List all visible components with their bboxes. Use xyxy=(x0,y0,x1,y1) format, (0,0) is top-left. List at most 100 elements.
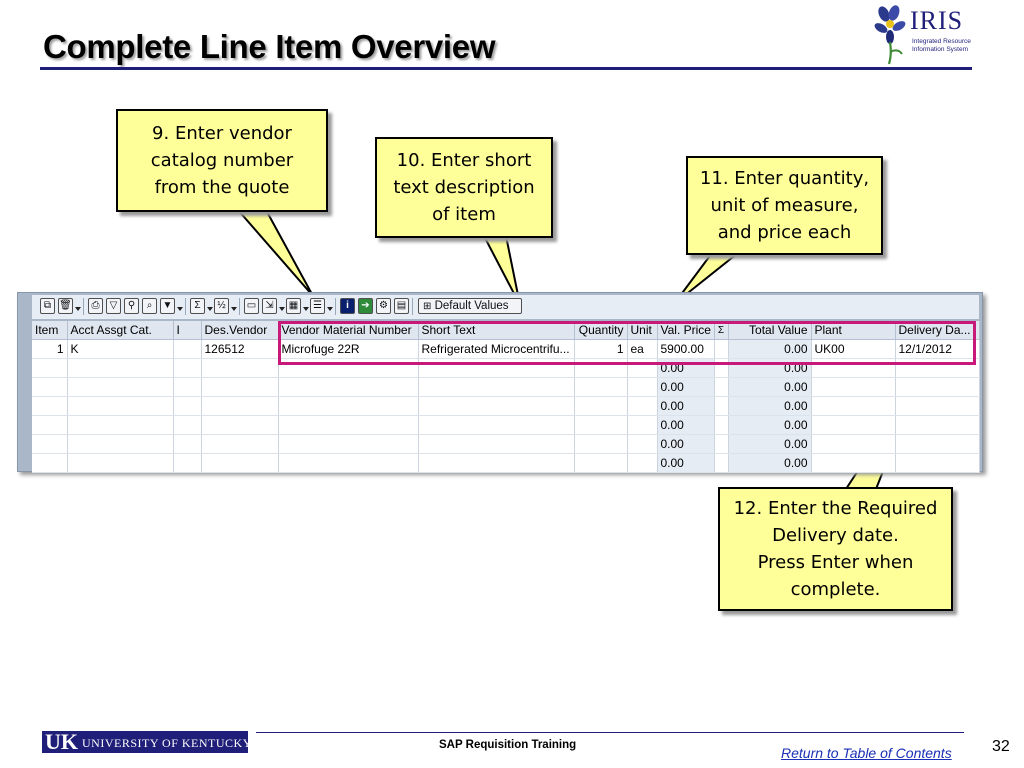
cell-des-vendor[interactable] xyxy=(201,415,279,435)
cell-quantity[interactable]: 1 xyxy=(574,339,628,359)
default-values-button[interactable]: ⊞ Default Values xyxy=(418,298,522,314)
cell-unit[interactable] xyxy=(627,415,658,435)
cell-total-value[interactable]: 0.00 xyxy=(728,434,812,454)
delete-icon[interactable]: 🗑 xyxy=(58,298,73,314)
cell-i[interactable] xyxy=(173,434,202,454)
cell-vendor-material-number[interactable] xyxy=(278,396,419,416)
find-icon[interactable]: ⚲ xyxy=(124,298,139,314)
cell-acct-assgt-cat[interactable] xyxy=(67,396,174,416)
cell-acct-assgt-cat[interactable] xyxy=(67,453,174,473)
cell-item[interactable] xyxy=(32,396,68,416)
cell-i[interactable] xyxy=(173,453,202,473)
cell-delivery-date[interactable] xyxy=(895,453,980,473)
refresh-icon[interactable]: ➔ xyxy=(358,298,373,314)
cell-des-vendor[interactable]: 126512 xyxy=(201,339,279,359)
subtotal-icon[interactable]: ½ xyxy=(214,298,229,314)
document-icon[interactable]: ▤ xyxy=(394,298,409,314)
cell-unit[interactable] xyxy=(627,434,658,454)
cell-acct-assgt-cat[interactable] xyxy=(67,415,174,435)
cell-plant[interactable]: UK00 xyxy=(811,339,896,359)
layout-icon[interactable]: ☰ xyxy=(310,298,325,314)
cell-plant[interactable] xyxy=(811,434,896,454)
cell-quantity[interactable] xyxy=(574,415,628,435)
column-header-item[interactable]: Item xyxy=(32,321,68,340)
cell-item[interactable] xyxy=(32,358,68,378)
cell-quantity[interactable] xyxy=(574,396,628,416)
cell-short-text[interactable] xyxy=(418,434,575,454)
cell-item[interactable] xyxy=(32,377,68,397)
column-header-plant[interactable]: Plant xyxy=(811,321,896,340)
column-header-unit[interactable]: Unit xyxy=(627,321,658,340)
cell-total-value[interactable]: 0.00 xyxy=(728,415,812,435)
cell-vendor-material-number[interactable] xyxy=(278,377,419,397)
cell-des-vendor[interactable] xyxy=(201,377,279,397)
cell-val-price[interactable]: 0.00 xyxy=(657,415,715,435)
column-header-des-vendor[interactable]: Des.Vendor xyxy=(201,321,279,340)
cell-acct-assgt-cat[interactable] xyxy=(67,358,174,378)
cell-total-value[interactable]: 0.00 xyxy=(728,377,812,397)
cell-total-value[interactable]: 0.00 xyxy=(728,339,812,359)
cell-unit[interactable] xyxy=(627,377,658,397)
chevron-down-icon[interactable] xyxy=(327,307,333,311)
set-filter-icon[interactable]: ▼ xyxy=(160,298,175,314)
cell-total-value[interactable]: 0.00 xyxy=(728,396,812,416)
find-next-icon[interactable]: ⌕ xyxy=(142,298,157,314)
cell-des-vendor[interactable] xyxy=(201,434,279,454)
cell-i[interactable] xyxy=(173,339,202,359)
cell-des-vendor[interactable] xyxy=(201,358,279,378)
cell-item[interactable] xyxy=(32,415,68,435)
chevron-down-icon[interactable] xyxy=(207,307,213,311)
cell-quantity[interactable] xyxy=(574,434,628,454)
cell-vendor-material-number[interactable] xyxy=(278,415,419,435)
column-header-total-value[interactable]: Total Value xyxy=(728,321,812,340)
cell-delivery-date[interactable] xyxy=(895,434,980,454)
cell-plant[interactable] xyxy=(811,396,896,416)
settings-icon[interactable]: ⚙ xyxy=(376,298,391,314)
print-icon[interactable]: ⎙ xyxy=(88,298,103,314)
cell-delivery-date[interactable] xyxy=(895,377,980,397)
spreadsheet-icon[interactable]: ▦ xyxy=(286,298,301,314)
column-header-vendor-material-number[interactable]: Vendor Material Number xyxy=(278,321,419,340)
cell-quantity[interactable] xyxy=(574,453,628,473)
copy-icon[interactable]: ⧉ xyxy=(40,298,55,314)
filter-icon[interactable]: ▽ xyxy=(106,298,121,314)
print-preview-icon[interactable]: ▭ xyxy=(244,298,259,314)
cell-val-price[interactable]: 0.00 xyxy=(657,396,715,416)
cell-delivery-date[interactable] xyxy=(895,396,980,416)
column-header-val-price[interactable]: Val. Price xyxy=(657,321,715,340)
cell-acct-assgt-cat[interactable] xyxy=(67,434,174,454)
cell-item[interactable]: 1 xyxy=(32,339,68,359)
column-header-delivery-date[interactable]: Delivery Da... xyxy=(895,321,980,340)
cell-des-vendor[interactable] xyxy=(201,453,279,473)
cell-unit[interactable] xyxy=(627,396,658,416)
sum-icon[interactable]: Σ xyxy=(190,298,205,314)
cell-plant[interactable] xyxy=(811,377,896,397)
details-icon[interactable]: i xyxy=(340,298,355,314)
cell-acct-assgt-cat[interactable]: K xyxy=(67,339,174,359)
cell-unit[interactable]: ea xyxy=(627,339,658,359)
cell-acct-assgt-cat[interactable] xyxy=(67,377,174,397)
cell-short-text[interactable] xyxy=(418,377,575,397)
cell-i[interactable] xyxy=(173,396,202,416)
return-to-toc-link[interactable]: Return to Table of Contents xyxy=(781,745,952,761)
chevron-down-icon[interactable] xyxy=(75,307,81,311)
chevron-down-icon[interactable] xyxy=(231,307,237,311)
cell-short-text[interactable]: Refrigerated Microcentrifu... xyxy=(418,339,575,359)
cell-quantity[interactable] xyxy=(574,377,628,397)
cell-total-value[interactable]: 0.00 xyxy=(728,453,812,473)
column-header-short-text[interactable]: Short Text xyxy=(418,321,575,340)
cell-val-price[interactable]: 0.00 xyxy=(657,377,715,397)
cell-val-price[interactable]: 5900.00 xyxy=(657,339,715,359)
export-icon[interactable]: ⇲ xyxy=(262,298,277,314)
cell-val-price[interactable]: 0.00 xyxy=(657,434,715,454)
cell-i[interactable] xyxy=(173,377,202,397)
cell-plant[interactable] xyxy=(811,453,896,473)
cell-vendor-material-number[interactable]: Microfuge 22R xyxy=(278,339,419,359)
cell-vendor-material-number[interactable] xyxy=(278,434,419,454)
cell-i[interactable] xyxy=(173,358,202,378)
cell-short-text[interactable] xyxy=(418,396,575,416)
cell-item[interactable] xyxy=(32,434,68,454)
cell-unit[interactable] xyxy=(627,453,658,473)
column-header-i[interactable]: I xyxy=(173,321,202,340)
cell-vendor-material-number[interactable] xyxy=(278,453,419,473)
